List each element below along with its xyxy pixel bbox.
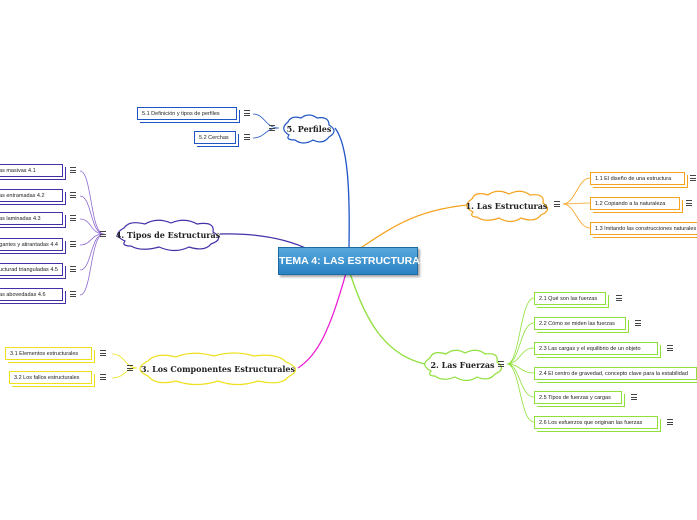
cloud-shape [139,352,297,386]
menu-icon[interactable] [100,231,106,237]
leaf-4-3[interactable]: 4.3 Estructuras laminadas [0,212,63,225]
menu-icon[interactable] [70,167,76,173]
leaf-2-2[interactable]: 2.2 Cómo se miden las fuerzas [534,317,626,330]
leaf-2-1[interactable]: 2.1 Qué son las fuerzas [534,292,606,305]
leaf-5-2[interactable]: 5.2 Cerchas [194,131,236,144]
leaf-5-1[interactable]: 5.1 Definición y tipos de perfiles [137,107,237,120]
menu-icon[interactable] [667,419,673,425]
leaf-4-6[interactable]: 4.6 Estructuras abovedadas [0,288,63,301]
cloud-shape [117,219,220,252]
central-topic[interactable]: TEMA 4: LAS ESTRUCTURAS [278,247,427,275]
menu-icon[interactable] [635,320,641,326]
menu-icon[interactable] [554,201,560,207]
menu-icon[interactable] [70,241,76,247]
leaf-4-2[interactable]: 4.2 Estructuras entramadas [0,189,63,202]
menu-icon[interactable] [667,345,673,351]
topic-perfiles[interactable]: 5. Perfiles [281,114,337,144]
topic-estructuras[interactable]: 1. Las Estructuras [463,190,550,223]
topic-label: 2. Las Fuerzas [430,360,495,370]
connector-estructuras [361,203,479,248]
leaf-4-4[interactable]: 4.4 Estructuras colgantes y atirantadas [0,238,63,251]
topic-componentes[interactable]: 3. Los Componentes Estructurales [134,352,302,386]
leaf-2-5[interactable]: 2.5 Tipos de fuerzas y cargas [534,391,622,404]
menu-icon[interactable] [631,394,637,400]
cloud-shape [466,190,549,223]
topic-label: 1. Las Estructuras [465,201,548,211]
topic-fuerzas[interactable]: 2. Las Fuerzas [421,349,504,382]
menu-icon[interactable] [690,175,696,181]
menu-icon[interactable] [100,350,106,356]
menu-icon[interactable] [70,192,76,198]
connector-tipos [219,233,311,251]
leaf-1-1[interactable]: 1.1 El diseño de una estructura [590,172,685,185]
leaf-3-1[interactable]: 3.1 Elementos estructurales [5,347,92,360]
menu-icon[interactable] [498,361,504,367]
menu-icon[interactable] [70,215,76,221]
menu-icon[interactable] [70,291,76,297]
leaf-2-3[interactable]: 2.3 Las cargas y el equilibrio de un obj… [534,342,658,355]
menu-icon[interactable] [616,295,622,301]
topic-label: 5. Perfiles [286,124,332,134]
menu-icon[interactable] [244,134,250,140]
menu-icon[interactable] [244,110,250,116]
cloud-shape [424,349,503,382]
menu-icon[interactable] [686,200,692,206]
menu-icon[interactable] [269,125,275,131]
leaf-1-3[interactable]: 1.3 Imitando las construcciones naturale… [590,222,697,235]
topic-tipos[interactable]: 4. Tipos de Estructuras [113,219,223,252]
menu-icon[interactable] [70,266,76,272]
leaf-1-2[interactable]: 1.2 Copiando a la naturaleza [590,197,680,210]
leaf-4-5[interactable]: 4.5 Estructuras de estructurad triangula… [0,263,63,276]
cloud-shape [283,114,335,144]
menu-icon[interactable] [100,374,106,380]
topic-label: 3. Los Componentes Estructurales [140,364,296,374]
connector-fuerzas [349,272,426,365]
leaf-4-1[interactable]: 4.1 Estructuras masivas [0,164,63,177]
leaf-2-4[interactable]: 2.4 El centro de gravedad, concepto clav… [534,367,697,380]
menu-icon[interactable] [127,365,133,371]
leaf-2-6[interactable]: 2.6 Los esfuerzos que originan las fuerz… [534,416,658,429]
leaf-3-2[interactable]: 3.2 Los fallos estructurales [9,371,92,384]
topic-label: 4. Tipos de Estructuras [115,230,221,240]
connector-componentes [297,272,347,369]
connector-perfiles [334,127,350,248]
